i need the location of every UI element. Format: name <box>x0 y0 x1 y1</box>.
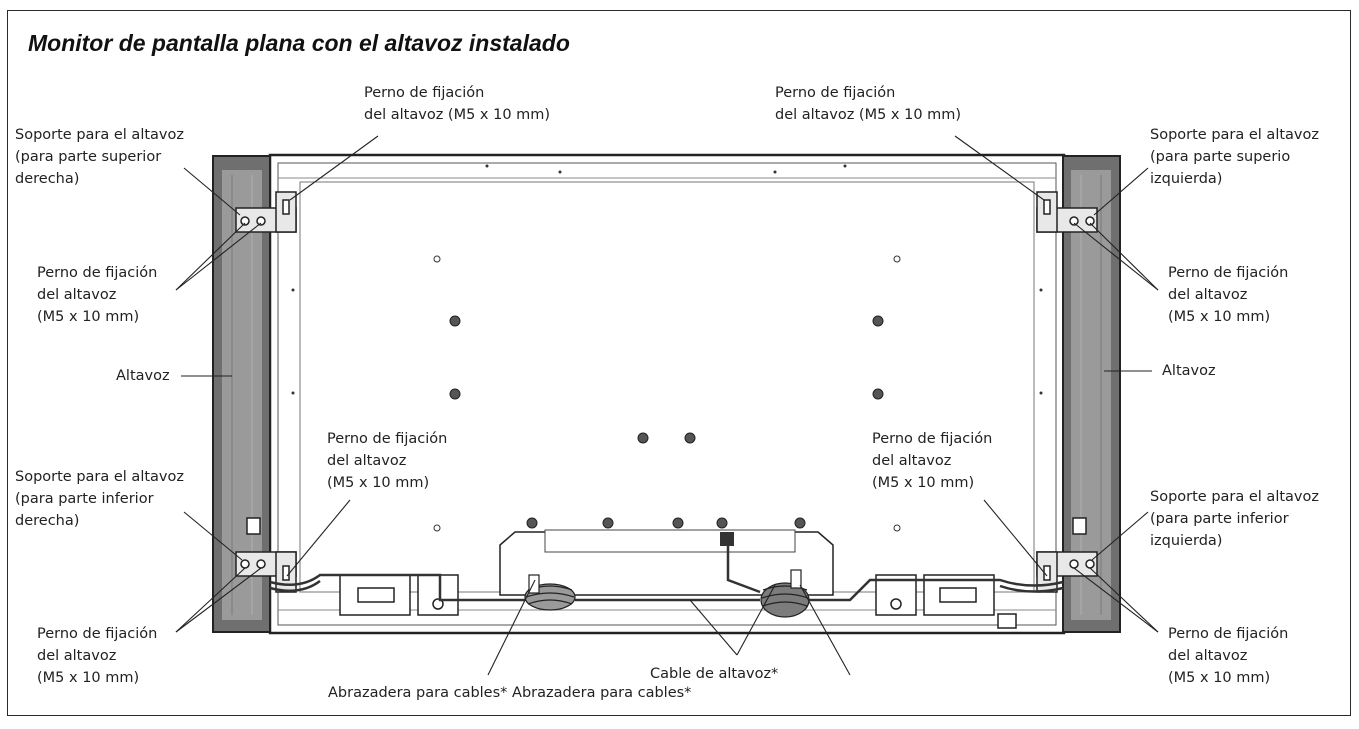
cable-coil-left <box>524 574 576 611</box>
bracket-top-right <box>1036 191 1098 233</box>
speaker-cable <box>269 546 1064 602</box>
small-holes <box>433 255 901 532</box>
label-bracket-bottom-left: Soporte para el altavoz(para parte infer… <box>15 469 184 529</box>
label-bracket-bottom-right: Soporte para el altavoz(para parte infer… <box>1150 489 1319 549</box>
terminal-connector <box>720 532 734 546</box>
label-cable-clamps: Abrazadera para cables* Abrazadera para … <box>328 685 692 701</box>
label-bracket-top-left: Soporte para el altavoz(para parte super… <box>15 127 184 187</box>
label-speaker-cable: Cable de altavoz* <box>650 666 779 682</box>
label-bracket-top-right: Soporte para el altavoz(para parte super… <box>1150 127 1319 187</box>
leader-lines <box>175 135 1159 676</box>
handle-right <box>875 574 995 616</box>
figure-title: Monitor de pantalla plana con el altavoz… <box>28 30 570 56</box>
edge-dots <box>291 164 1043 395</box>
monitor-inner-border <box>277 162 1057 626</box>
label-speaker-right: Altavoz <box>1162 363 1216 379</box>
label-speaker-left: Altavoz <box>116 368 170 384</box>
bracket-bottom-left <box>235 517 297 593</box>
cable-coil-right <box>760 569 810 618</box>
bracket-bottom-right <box>1036 517 1098 593</box>
bracket-top-left <box>235 191 297 233</box>
